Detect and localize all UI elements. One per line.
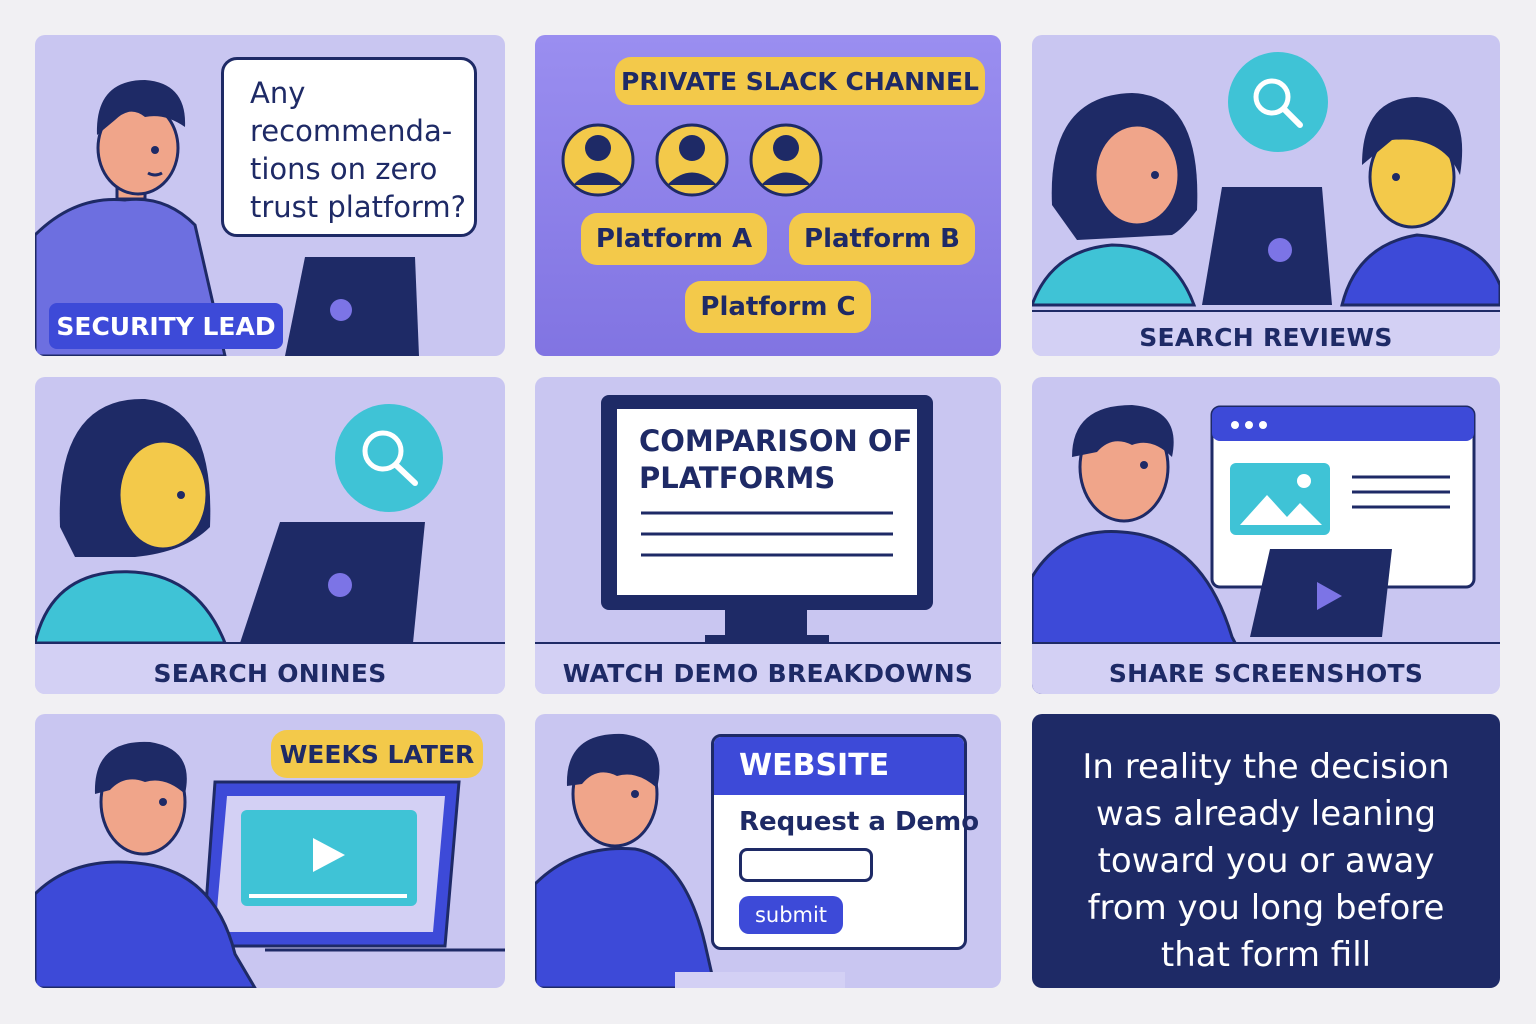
speech-bubble: Any recommenda- tions on zero trust plat… <box>221 57 477 237</box>
user-icon <box>561 123 635 197</box>
panel-share-screenshots: SHARE SCREENSHOTS <box>1032 377 1500 694</box>
panel-search-online: SEARCH ONINES <box>35 377 505 694</box>
panel-weeks-later: WEEKS LATER <box>35 714 505 988</box>
search-icon <box>1228 52 1328 152</box>
caption-strip <box>535 642 1001 694</box>
platform-b-tag: Platform B <box>789 213 975 265</box>
share-screenshots-caption: SHARE SCREENSHOTS <box>1108 659 1424 688</box>
panel-slack-channel: PRIVATE SLACK CHANNEL Platform A Platfor… <box>535 35 1001 356</box>
platform-c-tag: Platform C <box>685 281 871 333</box>
demo-request-input[interactable] <box>739 848 873 882</box>
conclusion-text: In reality the decision was already lean… <box>1082 747 1450 975</box>
panel-website-form: WEBSITE Request a Demo submit <box>535 714 1001 988</box>
weeks-later-label: WEEKS LATER <box>271 730 483 778</box>
search-online-caption: SEARCH ONINES <box>153 659 387 688</box>
image-icon <box>1230 463 1330 535</box>
search-online-illustration <box>35 398 443 645</box>
caption-strip <box>1032 310 1500 356</box>
slack-channel-label: PRIVATE SLACK CHANNEL <box>615 57 985 105</box>
member-avatars <box>561 123 823 197</box>
caption-strip <box>1032 642 1500 694</box>
website-window <box>711 734 967 950</box>
monitor-illustration <box>601 395 933 645</box>
play-icon <box>313 838 345 872</box>
website-header: WEBSITE <box>739 748 890 783</box>
user-icon <box>655 123 729 197</box>
website-header-bar <box>714 737 964 795</box>
panel-demo-breakdowns: COMPARISON OF PLATFORMS WATCH DEMO BREAK… <box>535 377 1001 694</box>
play-icon <box>1317 582 1342 610</box>
comparison-screen-title: COMPARISON OF PLATFORMS <box>639 424 913 495</box>
platform-a-tag: Platform A <box>581 213 767 265</box>
caption-strip <box>35 642 505 694</box>
search-reviews-illustration <box>1032 52 1500 307</box>
demo-breakdowns-caption: WATCH DEMO BREAKDOWNS <box>562 659 974 688</box>
user-icon <box>749 123 823 197</box>
security-lead-badge: SECURITY LEAD <box>49 303 283 349</box>
website-illustration <box>535 733 845 988</box>
search-icon <box>335 404 443 512</box>
panel-security-lead: Any recommenda- tions on zero trust plat… <box>35 35 505 356</box>
panel-conclusion: In reality the decision was already lean… <box>1032 714 1500 988</box>
weeks-later-illustration <box>35 741 505 988</box>
search-reviews-caption: SEARCH REVIEWS <box>1139 323 1393 352</box>
submit-button[interactable]: submit <box>739 896 843 934</box>
request-demo-label: Request a Demo <box>739 807 980 837</box>
panel-search-reviews: SEARCH REVIEWS <box>1032 35 1500 356</box>
